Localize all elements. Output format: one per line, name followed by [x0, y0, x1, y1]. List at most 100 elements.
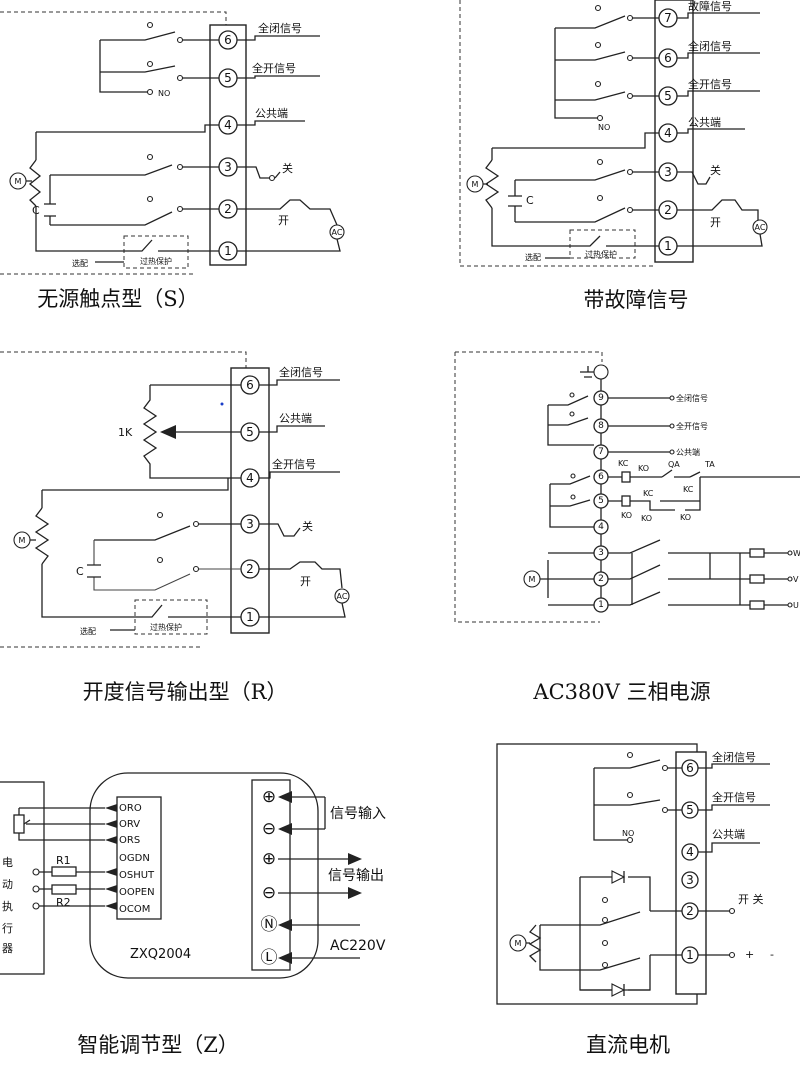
svg-text:ORS: ORS — [119, 835, 140, 846]
terminal-1: 1 — [681, 946, 699, 964]
svg-text:OOPEN: OOPEN — [119, 887, 155, 898]
svg-text:5: 5 — [246, 425, 254, 439]
svg-text:行: 行 — [2, 922, 13, 935]
zxq-module — [89, 772, 319, 979]
svg-text:R2: R2 — [56, 896, 71, 909]
svg-text:开: 开 — [300, 575, 311, 588]
terminal-4: 4 — [218, 115, 238, 135]
actuator-box — [0, 781, 45, 975]
terminal-2: 2 — [240, 559, 260, 579]
svg-text:全闭信号: 全闭信号 — [279, 365, 323, 379]
svg-text:NO: NO — [598, 123, 610, 132]
svg-text:⊕: ⊕ — [262, 787, 276, 807]
panel-ac380: 9 8 7 6 5 4 3 2 1 全闭信号 全开信号 公共端 KC KO QA… — [454, 351, 800, 704]
svg-text:5: 5 — [686, 803, 694, 817]
svg-text:过热保护: 过热保护 — [140, 256, 172, 266]
terminal-4: 4 — [681, 843, 699, 861]
terminal-6: 6 — [218, 30, 238, 50]
terminal-7: 7 — [658, 8, 678, 28]
label-common: 公共端 — [255, 107, 288, 120]
svg-text:全闭信号: 全闭信号 — [688, 39, 732, 53]
svg-text:全闭信号: 全闭信号 — [712, 750, 756, 764]
svg-text:开: 开 — [710, 216, 721, 229]
terminal-3: 3 — [240, 514, 260, 534]
terminal-6: 6 — [240, 375, 260, 395]
svg-text:9: 9 — [598, 393, 604, 403]
caption-dc: 直流电机 — [586, 1033, 670, 1057]
svg-text:过热保护: 过热保护 — [585, 249, 617, 259]
svg-text:M: M — [15, 177, 22, 186]
svg-text:3: 3 — [686, 873, 694, 887]
svg-text:公共端: 公共端 — [688, 116, 721, 129]
svg-text:U: U — [793, 601, 799, 610]
svg-text:6: 6 — [246, 378, 254, 392]
svg-text:全开信号: 全开信号 — [688, 77, 732, 91]
svg-text:信号输入: 信号输入 — [330, 806, 386, 822]
svg-text:KC: KC — [643, 489, 654, 498]
panel-r: 6 5 4 3 2 1 全闭信号 公共端 全开信号 关 开 AC 1K C M — [0, 351, 350, 704]
label-full-open: 全开信号 — [252, 61, 296, 75]
svg-text:M: M — [19, 536, 26, 545]
svg-text:KC: KC — [683, 485, 694, 494]
terminal-5: 5 — [218, 68, 238, 88]
terminal-5: 5 — [658, 86, 678, 106]
svg-text:7: 7 — [664, 11, 672, 25]
terminal-9: 9 — [593, 390, 609, 406]
svg-text:公共端: 公共端 — [676, 447, 700, 457]
terminal-3: 3 — [681, 871, 699, 889]
svg-text:R1: R1 — [56, 854, 71, 867]
terminal-2: 2 — [658, 200, 678, 220]
svg-text:1: 1 — [664, 239, 672, 253]
svg-text:3: 3 — [664, 165, 672, 179]
svg-text:2: 2 — [664, 203, 672, 217]
svg-text:全开信号: 全开信号 — [676, 421, 708, 431]
svg-text:C: C — [526, 194, 534, 207]
terminal-4: 4 — [240, 468, 260, 488]
svg-text:QA: QA — [668, 460, 680, 469]
terminal-1: 1 — [240, 607, 260, 627]
terminal-6: 6 — [658, 48, 678, 68]
svg-text:信号输出: 信号输出 — [328, 868, 384, 884]
svg-text:选配: 选配 — [80, 626, 96, 636]
svg-text:AC: AC — [332, 228, 343, 237]
terminal-1: 1 — [218, 241, 238, 261]
svg-text:2: 2 — [686, 904, 694, 918]
svg-text:1K: 1K — [118, 426, 133, 439]
svg-text:OGDN: OGDN — [119, 853, 150, 864]
svg-text:OCOM: OCOM — [119, 904, 150, 915]
svg-text:Ⓛ: Ⓛ — [261, 948, 278, 968]
svg-text:选配: 选配 — [72, 258, 88, 268]
svg-text:4: 4 — [224, 118, 232, 132]
svg-text:NO: NO — [158, 89, 170, 98]
terminal-2: 2 — [218, 199, 238, 219]
svg-text:动: 动 — [2, 878, 13, 891]
terminal-3: 3 — [593, 545, 609, 561]
svg-text:ORO: ORO — [119, 803, 142, 814]
svg-text:器: 器 — [2, 942, 13, 955]
svg-text:M: M — [472, 180, 479, 189]
svg-text:全开信号: 全开信号 — [712, 790, 756, 804]
caption-ac380: AC380V 三相电源 — [532, 680, 710, 704]
terminal-block — [209, 24, 247, 266]
svg-text:3: 3 — [598, 548, 604, 558]
svg-text:AC: AC — [755, 223, 766, 232]
terminal-5: 5 — [681, 801, 699, 819]
label-full-close: 全闭信号 — [258, 21, 302, 35]
caption-r: 开度信号输出型（R） — [83, 680, 288, 704]
dc-outline — [496, 743, 698, 1005]
terminal-6: 6 — [681, 759, 699, 777]
svg-text:5: 5 — [598, 496, 604, 506]
panel-fault: 7 6 5 4 3 2 1 故障信号 全闭信号 全开信号 公共端 关 开 AC … — [459, 0, 768, 312]
svg-text:C: C — [76, 565, 84, 578]
svg-text:2: 2 — [598, 574, 604, 584]
svg-text:2: 2 — [224, 202, 232, 216]
terminal-3: 3 — [218, 157, 238, 177]
svg-text:Ⓝ: Ⓝ — [261, 915, 278, 935]
svg-text:7: 7 — [598, 447, 604, 457]
svg-text:1: 1 — [224, 244, 232, 258]
svg-text:KO: KO — [680, 513, 691, 522]
caption-z: 智能调节型（Z） — [77, 1033, 239, 1057]
svg-text:-: - — [770, 948, 774, 961]
svg-text:AC: AC — [337, 592, 348, 601]
